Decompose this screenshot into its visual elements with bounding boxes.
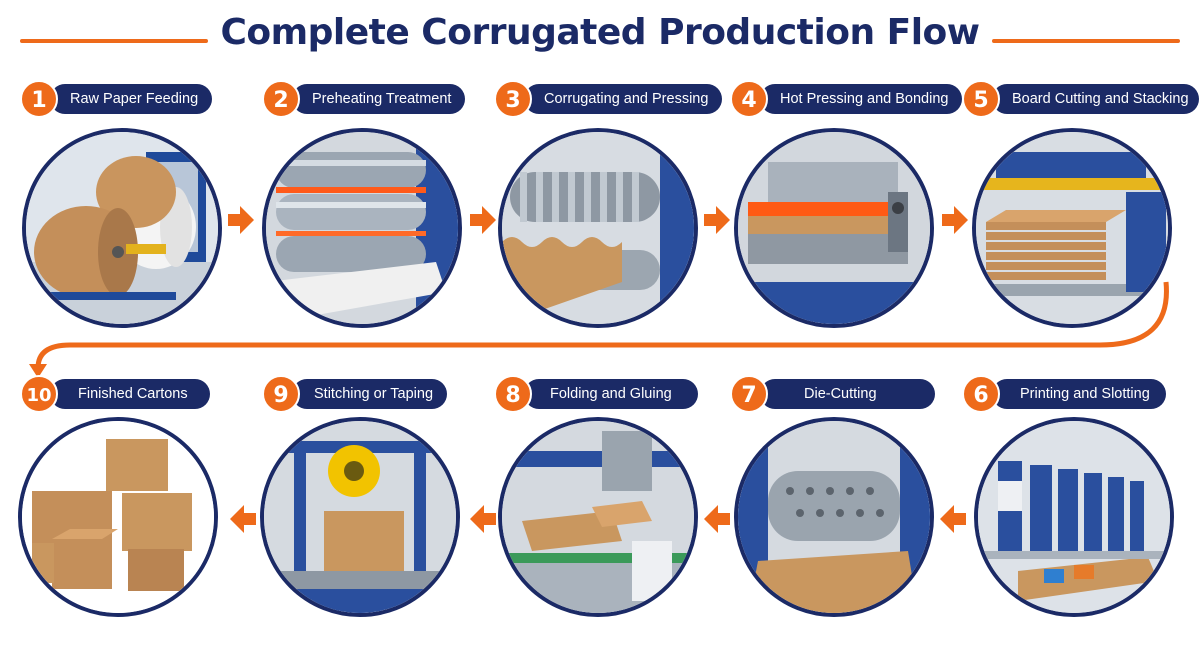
step-header: 6 Printing and Slotting [962,375,1177,415]
title-rule-right [992,39,1180,43]
step-label: Hot Pressing and Bonding [760,84,963,114]
step-number: 9 [262,375,300,413]
step-header: 4 Hot Pressing and Bonding [730,80,963,120]
step-label: Corrugating and Pressing [524,84,723,114]
step-number: 2 [262,80,300,118]
step-number: 8 [494,375,532,413]
step-number: 10 [20,375,58,413]
step-header: 3 Corrugating and Pressing [494,80,723,120]
step-image-die-cutter [734,417,934,617]
step-header: 7 Die-Cutting [730,375,945,415]
step-image-board-stack [972,128,1172,328]
step-header: 10 Finished Cartons [20,375,235,415]
title-rule-left [20,39,208,43]
step-image-corrugating-roller [498,128,698,328]
step-image-taping-machine [260,417,460,617]
step-header: 5 Board Cutting and Stacking [962,80,1199,120]
step-number: 4 [730,80,768,118]
step-label: Printing and Slotting [992,379,1166,409]
step-header: 1 Raw Paper Feeding [20,80,235,120]
step-header: 9 Stitching or Taping [262,375,477,415]
step-label: Folding and Gluing [524,379,698,409]
step-label: Board Cutting and Stacking [992,84,1199,114]
step-number: 6 [962,375,1000,413]
step-label: Preheating Treatment [292,84,466,114]
step-label: Raw Paper Feeding [50,84,213,114]
step-image-paper-rolls [22,128,222,328]
step-number: 1 [20,80,58,118]
step-image-folder-gluer [498,417,698,617]
step-number: 7 [730,375,768,413]
step-label: Die-Cutting [760,379,935,409]
step-image-heated-rollers [262,128,462,328]
step-header: 8 Folding and Gluing [494,375,709,415]
page-title: Complete Corrugated Production Flow [220,12,980,53]
step-number: 5 [962,80,1000,118]
step-label: Finished Cartons [50,379,210,409]
step-header: 2 Preheating Treatment [262,80,477,120]
step-image-printer-slotter [974,417,1174,617]
step-image-hot-press [734,128,934,328]
step-image-finished-cartons [18,417,218,617]
step-number: 3 [494,80,532,118]
step-label: Stitching or Taping [292,379,448,409]
title-row: Complete Corrugated Production Flow [0,8,1200,66]
